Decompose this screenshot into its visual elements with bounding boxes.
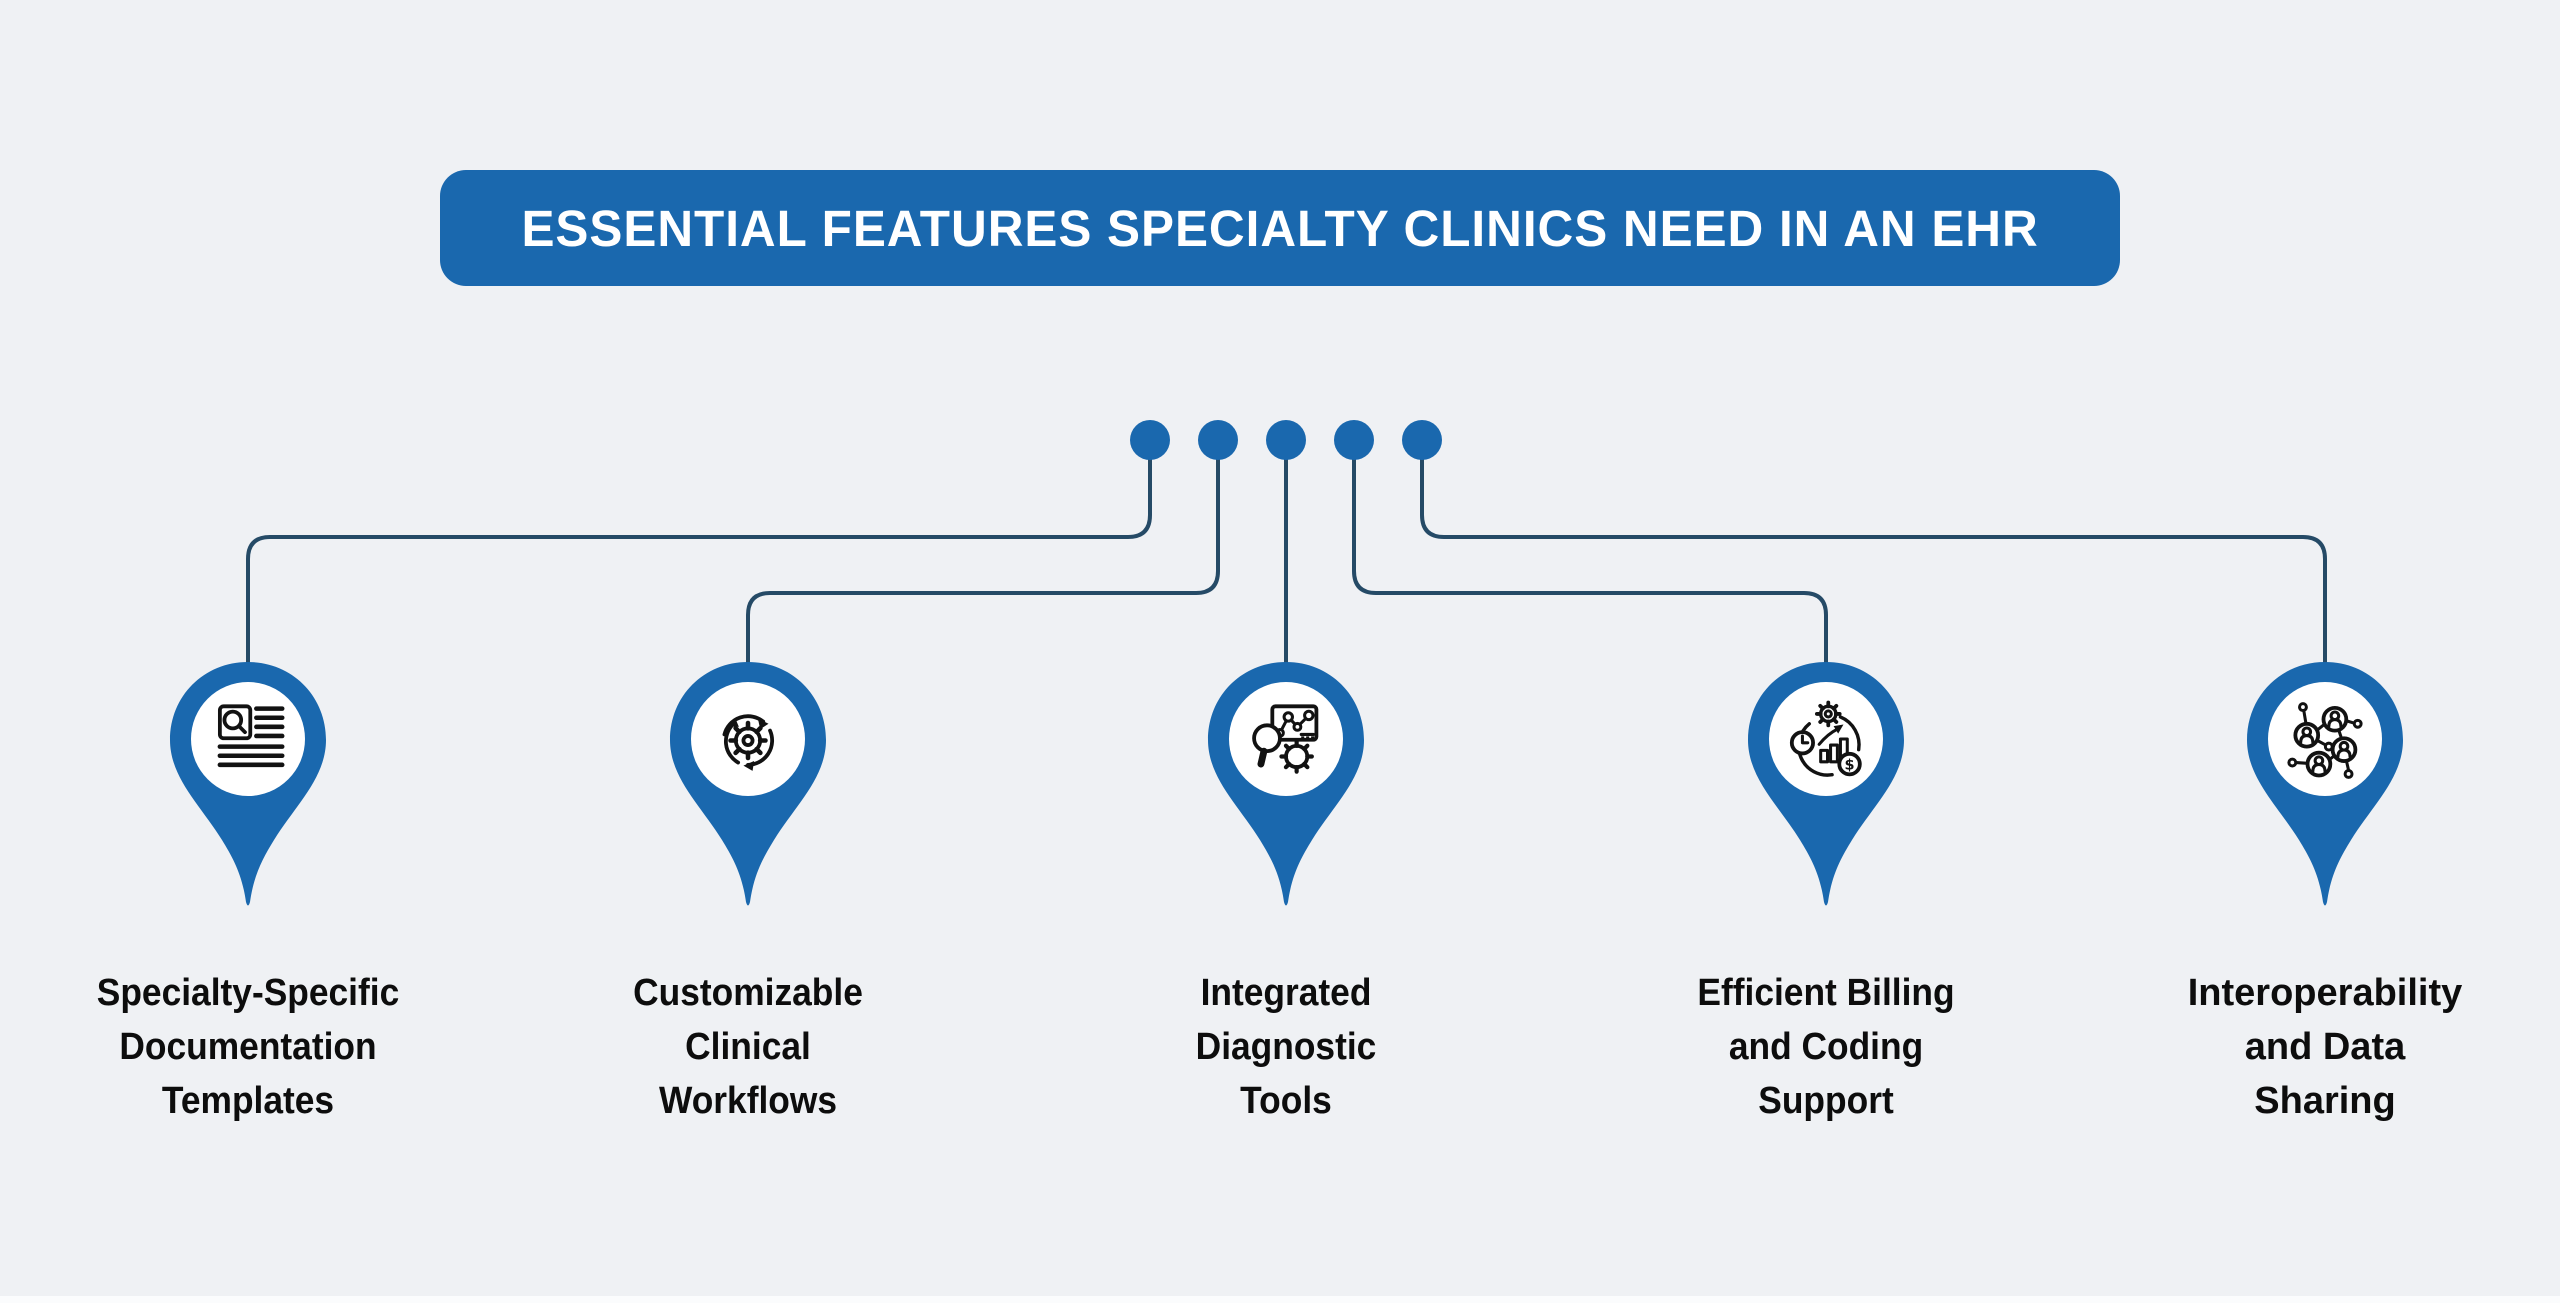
connector-line-1 — [246, 454, 1152, 666]
pin-inner-circle — [2268, 682, 2382, 796]
feature-label-diagnostics: Integrated Diagnostic Tools — [1072, 966, 1500, 1128]
title-banner: ESSENTIAL FEATURES SPECIALTY CLINICS NEE… — [440, 170, 2120, 286]
label-line: Sharing — [2254, 1080, 2396, 1122]
label-line: Documentation — [119, 1026, 377, 1068]
workflow-cycle-icon — [722, 714, 774, 771]
connector-dot-3 — [1266, 420, 1306, 460]
connector-line-2 — [746, 454, 1220, 666]
pin-inner-circle — [691, 682, 805, 796]
label-line: Specialty-Specific — [96, 972, 400, 1014]
label-line: Efficient Billing — [1697, 972, 1955, 1014]
diagnostic-tools-icon — [1252, 704, 1319, 774]
label-line: Clinical — [685, 1026, 811, 1068]
connector-dot-5 — [1402, 420, 1442, 460]
label-line: Integrated — [1200, 972, 1372, 1014]
feature-pin-documentation — [168, 660, 328, 910]
label-line: Tools — [1240, 1080, 1332, 1122]
feature-pin-diagnostics — [1206, 660, 1366, 910]
label-line: and Coding — [1728, 1026, 1924, 1068]
billing-efficiency-icon: $ — [1789, 700, 1862, 777]
label-line: Interoperability — [2187, 972, 2463, 1014]
label-line: Support — [1758, 1080, 1894, 1122]
label-line: Templates — [161, 1080, 335, 1122]
feature-label-billing: Efficient Billing and Coding Support — [1612, 966, 2040, 1128]
document-search-icon — [217, 704, 285, 768]
feature-label-workflows: Customizable Clinical Workflows — [534, 966, 962, 1128]
connector-dot-2 — [1198, 420, 1238, 460]
feature-label-interoperability: Interoperability and Data Sharing — [2095, 966, 2555, 1128]
people-network-icon — [2287, 702, 2363, 779]
label-line: Diagnostic — [1195, 1026, 1377, 1068]
connector-line-4 — [1352, 454, 1828, 666]
label-line: Workflows — [658, 1080, 838, 1122]
feature-pin-billing: $ — [1746, 660, 1906, 910]
connector-line-5 — [1420, 454, 2327, 666]
dollar-glyph: $ — [1845, 757, 1855, 773]
bottom-strip — [0, 1296, 2560, 1303]
feature-pin-interoperability — [2245, 660, 2405, 910]
feature-pin-workflows — [668, 660, 828, 910]
label-line: and Data — [2244, 1026, 2406, 1068]
label-line: Customizable — [633, 972, 863, 1014]
page-title: ESSENTIAL FEATURES SPECIALTY CLINICS NEE… — [521, 199, 2039, 257]
feature-label-documentation: Specialty-Specific Documentation Templat… — [34, 966, 462, 1128]
connector-dot-1 — [1130, 420, 1170, 460]
connector-dot-4 — [1334, 420, 1374, 460]
